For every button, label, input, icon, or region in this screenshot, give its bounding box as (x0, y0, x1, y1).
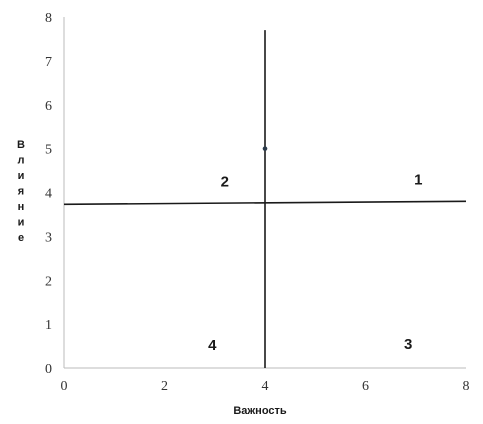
y-tick-label: 0 (45, 362, 52, 377)
quadrant-label-4: 4 (208, 337, 217, 354)
y-tick-label: 1 (45, 318, 52, 333)
y-tick-label: 8 (45, 11, 52, 26)
x-tick-label: 0 (61, 379, 68, 394)
x-tick-labels: 0 2 4 6 8 (61, 379, 470, 394)
data-point (262, 146, 268, 151)
y-tick-label: 7 (45, 55, 52, 70)
data-points (262, 146, 268, 151)
y-tick-label: 6 (45, 99, 52, 114)
x-tick-label: 4 (262, 379, 269, 394)
x-tick-label: 8 (463, 379, 470, 394)
quadrant-labels: 1 2 3 4 (208, 171, 422, 354)
horizontal-divider (63, 200, 467, 206)
quadrant-label-2: 2 (221, 174, 229, 191)
y-tick-label: 3 (45, 230, 52, 245)
y-tick-label: 5 (45, 143, 52, 158)
y-tick-labels: 0 1 2 3 4 5 6 7 8 (45, 11, 52, 377)
x-tick-label: 2 (161, 379, 168, 394)
y-tick-label: 4 (45, 187, 52, 202)
y-tick-label: 2 (45, 274, 52, 289)
x-axis-title: Важность (233, 405, 287, 417)
quadrant-dividers (63, 30, 467, 368)
quadrant-label-1: 1 (414, 171, 422, 188)
quadrant-label-3: 3 (404, 336, 412, 353)
x-tick-label: 6 (362, 379, 369, 394)
